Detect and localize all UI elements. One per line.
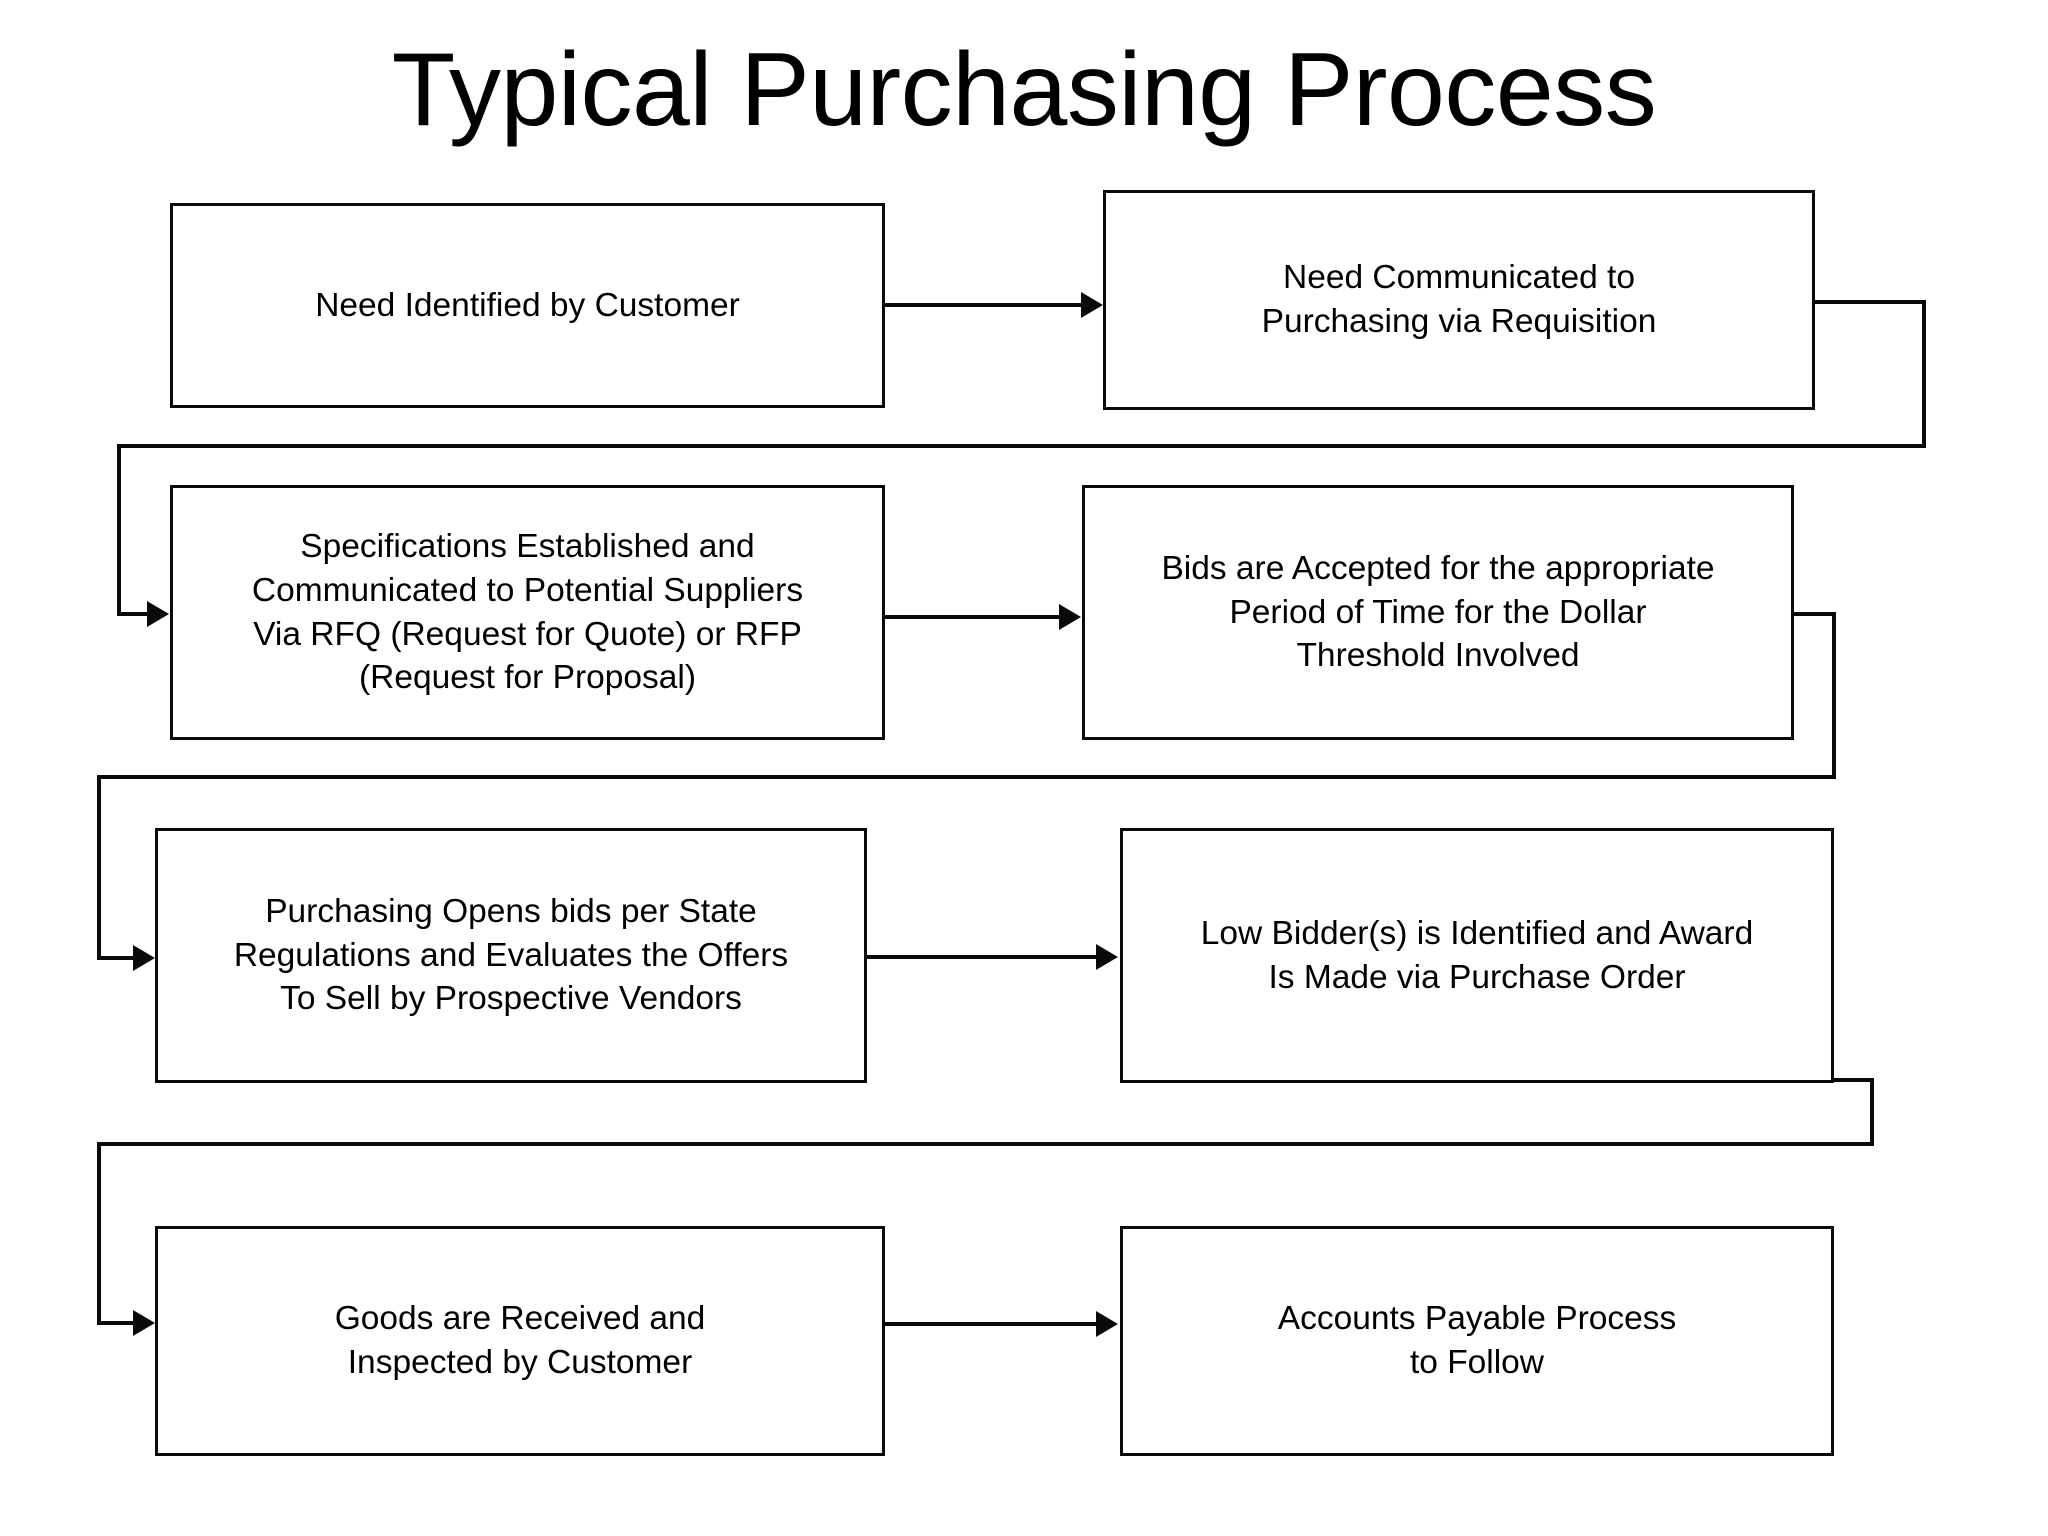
edge-n2-n3-arrowhead <box>147 601 169 627</box>
edge-n2-n3-seg-down-right <box>1922 300 1926 448</box>
edge-n6-n7-seg-across <box>97 1142 1874 1146</box>
process-node-8-label: Accounts Payable Process to Follow <box>1277 1300 1677 1381</box>
process-node-3-label: Specifications Established and Communica… <box>251 528 804 697</box>
edge-n7-n8-line <box>885 1322 1096 1326</box>
edge-n4-n5-seg-across <box>97 775 1836 779</box>
edge-n1-n2-arrowhead <box>1081 292 1103 318</box>
edge-n2-n3-seg-right <box>1813 300 1926 304</box>
process-node-6-label: Low Bidder(s) is Identified and Award Is… <box>1200 914 1754 996</box>
edge-n6-n7-arrowhead <box>133 1310 155 1336</box>
edge-n5-n6-arrowhead <box>1096 944 1118 970</box>
process-node-7-label: Goods are Received and Inspected by Cust… <box>334 1300 706 1381</box>
edge-n6-n7-seg-right <box>1832 1078 1874 1082</box>
process-node-1-label: Need Identified by Customer <box>315 286 740 324</box>
process-node-6[interactable]: Low Bidder(s) is Identified and Award Is… <box>1120 828 1834 1083</box>
edge-n4-n5-seg-down-left <box>97 775 101 960</box>
edge-n4-n5-seg-down-right <box>1832 612 1836 779</box>
edge-n3-n4-arrowhead <box>1059 604 1081 630</box>
edge-n3-n4-line <box>885 615 1059 619</box>
edge-n4-n5-seg-into-node <box>97 956 135 960</box>
process-node-4-label: Bids are Accepted for the appropriate Pe… <box>1161 550 1715 675</box>
process-node-3[interactable]: Specifications Established and Communica… <box>170 485 885 740</box>
process-node-7[interactable]: Goods are Received and Inspected by Cust… <box>155 1226 885 1456</box>
process-node-4[interactable]: Bids are Accepted for the appropriate Pe… <box>1082 485 1794 740</box>
edge-n2-n3-seg-down-left <box>117 444 121 616</box>
edge-n6-n7-seg-down-left <box>97 1142 101 1325</box>
edge-n6-n7-seg-into-node <box>97 1321 135 1325</box>
edge-n2-n3-seg-across <box>117 444 1926 448</box>
edge-n5-n6-line <box>867 955 1096 959</box>
process-node-2-label: Need Communicated to Purchasing via Requ… <box>1261 259 1657 340</box>
process-node-1[interactable]: Need Identified by Customer <box>170 203 885 408</box>
page-title: Typical Purchasing Process <box>391 32 1657 148</box>
process-node-5[interactable]: Purchasing Opens bids per State Regulati… <box>155 828 867 1083</box>
process-node-8[interactable]: Accounts Payable Process to Follow <box>1120 1226 1834 1456</box>
edge-n1-n2-line <box>885 303 1081 307</box>
edge-n6-n7-seg-down-right <box>1870 1078 1874 1146</box>
process-node-2[interactable]: Need Communicated to Purchasing via Requ… <box>1103 190 1815 410</box>
edge-n4-n5-arrowhead <box>133 945 155 971</box>
process-node-5-label: Purchasing Opens bids per State Regulati… <box>233 893 789 1018</box>
edge-n7-n8-arrowhead <box>1096 1311 1118 1337</box>
edge-n2-n3-seg-into-node <box>117 612 149 616</box>
edge-n4-n5-seg-right <box>1792 612 1836 616</box>
